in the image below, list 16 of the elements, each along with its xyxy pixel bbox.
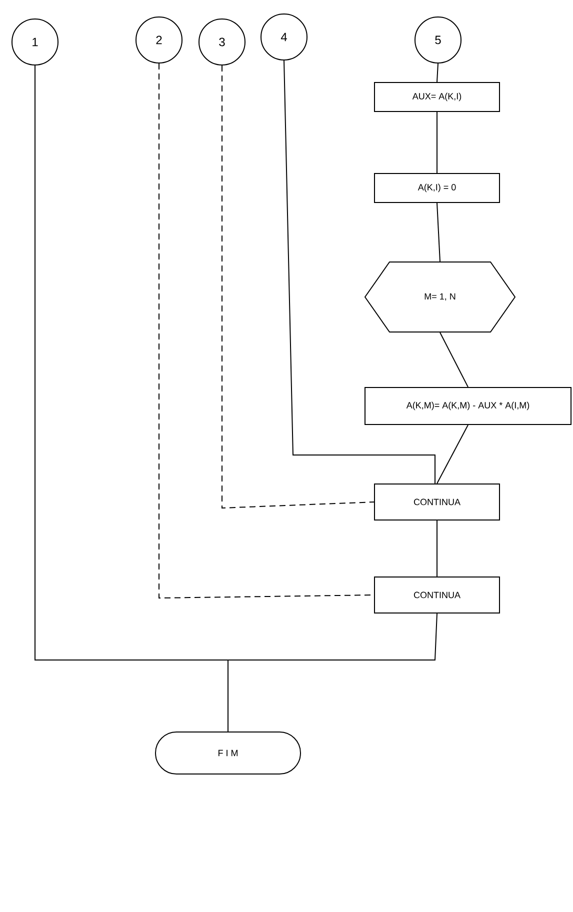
loop-hexagon: M= 1, N: [364, 262, 516, 332]
process-box: CONTINUA: [374, 576, 500, 614]
connector-line: [436, 424, 468, 484]
process-box: A(K,M)= A(K,M) - AUX * A(I,M): [364, 387, 572, 425]
connector-line: [436, 112, 438, 174]
terminal-box: F I M: [155, 732, 301, 774]
process-box: CONTINUA: [374, 484, 500, 520]
connector-line: [436, 520, 438, 577]
connector-line: [436, 63, 438, 82]
connector-line: [440, 332, 468, 388]
connector-line: [436, 202, 440, 262]
process-box: A(K,I) = 0: [374, 173, 500, 203]
process-box: AUX= A(K,I): [374, 82, 500, 112]
connector-line: [284, 60, 436, 484]
connector-line: [222, 65, 374, 509]
connector-line: [34, 65, 228, 732]
